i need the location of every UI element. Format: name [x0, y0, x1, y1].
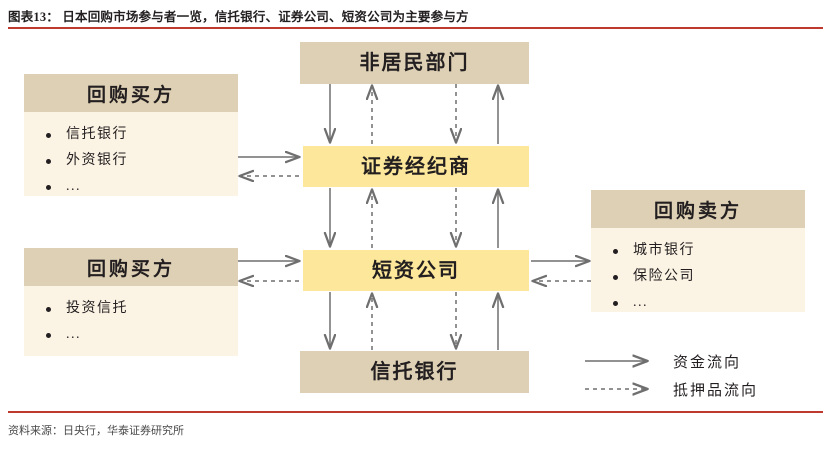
panel-seller-right[interactable]: 回购卖方 城市银行 保险公司 ... [591, 190, 805, 312]
list-item: 外资银行 [40, 148, 238, 174]
legend-item-funds: 资金流向 [583, 347, 823, 375]
list-item: ... [40, 174, 238, 200]
dashed-arrow-icon [585, 382, 661, 396]
page-title: 图表13： 日本回购市场参与者一览，信托银行、证券公司、短资公司为主要参与方 [8, 10, 469, 24]
panel-buyer-bottom-body: 投资信托 ... [24, 286, 238, 356]
legend-item-collateral: 抵押品流向 [583, 375, 823, 403]
list-item: 保险公司 [607, 264, 805, 290]
panel-buyer-bottom-list: 投资信托 ... [40, 296, 238, 348]
node-short-term-company[interactable]: 短资公司 [303, 250, 529, 291]
list-item: ... [607, 290, 805, 316]
list-item: ... [40, 322, 238, 348]
node-trust-bank[interactable]: 信托银行 [300, 351, 529, 393]
node-non-resident[interactable]: 非居民部门 [300, 42, 529, 84]
list-item: 城市银行 [607, 238, 805, 264]
legend-item-funds-label: 资金流向 [673, 354, 742, 371]
title-divider [8, 27, 823, 29]
list-item: 投资信托 [40, 296, 238, 322]
footer-divider [8, 411, 823, 413]
panel-buyer-top[interactable]: 回购买方 信托银行 外资银行 ... [24, 74, 238, 196]
source-note: 资料来源：日央行，华泰证券研究所 [8, 425, 184, 437]
panel-buyer-bottom-title: 回购买方 [24, 248, 238, 286]
panel-buyer-top-body: 信托银行 外资银行 ... [24, 112, 238, 196]
node-short-term-company-label: 短资公司 [372, 259, 460, 282]
panel-buyer-top-list: 信托银行 外资银行 ... [40, 122, 238, 200]
panel-buyer-top-title: 回购买方 [24, 74, 238, 112]
panel-seller-right-list: 城市银行 保险公司 ... [607, 238, 805, 316]
panel-seller-right-body: 城市银行 保险公司 ... [591, 228, 805, 312]
list-item: 信托银行 [40, 122, 238, 148]
node-non-resident-label: 非居民部门 [359, 52, 470, 74]
legend: 资金流向 抵押品流向 [583, 347, 823, 403]
node-securities-broker[interactable]: 证券经纪商 [303, 146, 529, 187]
panel-seller-right-title: 回购卖方 [591, 190, 805, 228]
legend-item-collateral-label: 抵押品流向 [673, 382, 759, 399]
panel-buyer-bottom[interactable]: 回购买方 投资信托 ... [24, 248, 238, 356]
solid-arrow-icon [585, 354, 661, 368]
node-trust-bank-label: 信托银行 [370, 361, 459, 383]
node-securities-broker-label: 证券经纪商 [361, 155, 471, 178]
